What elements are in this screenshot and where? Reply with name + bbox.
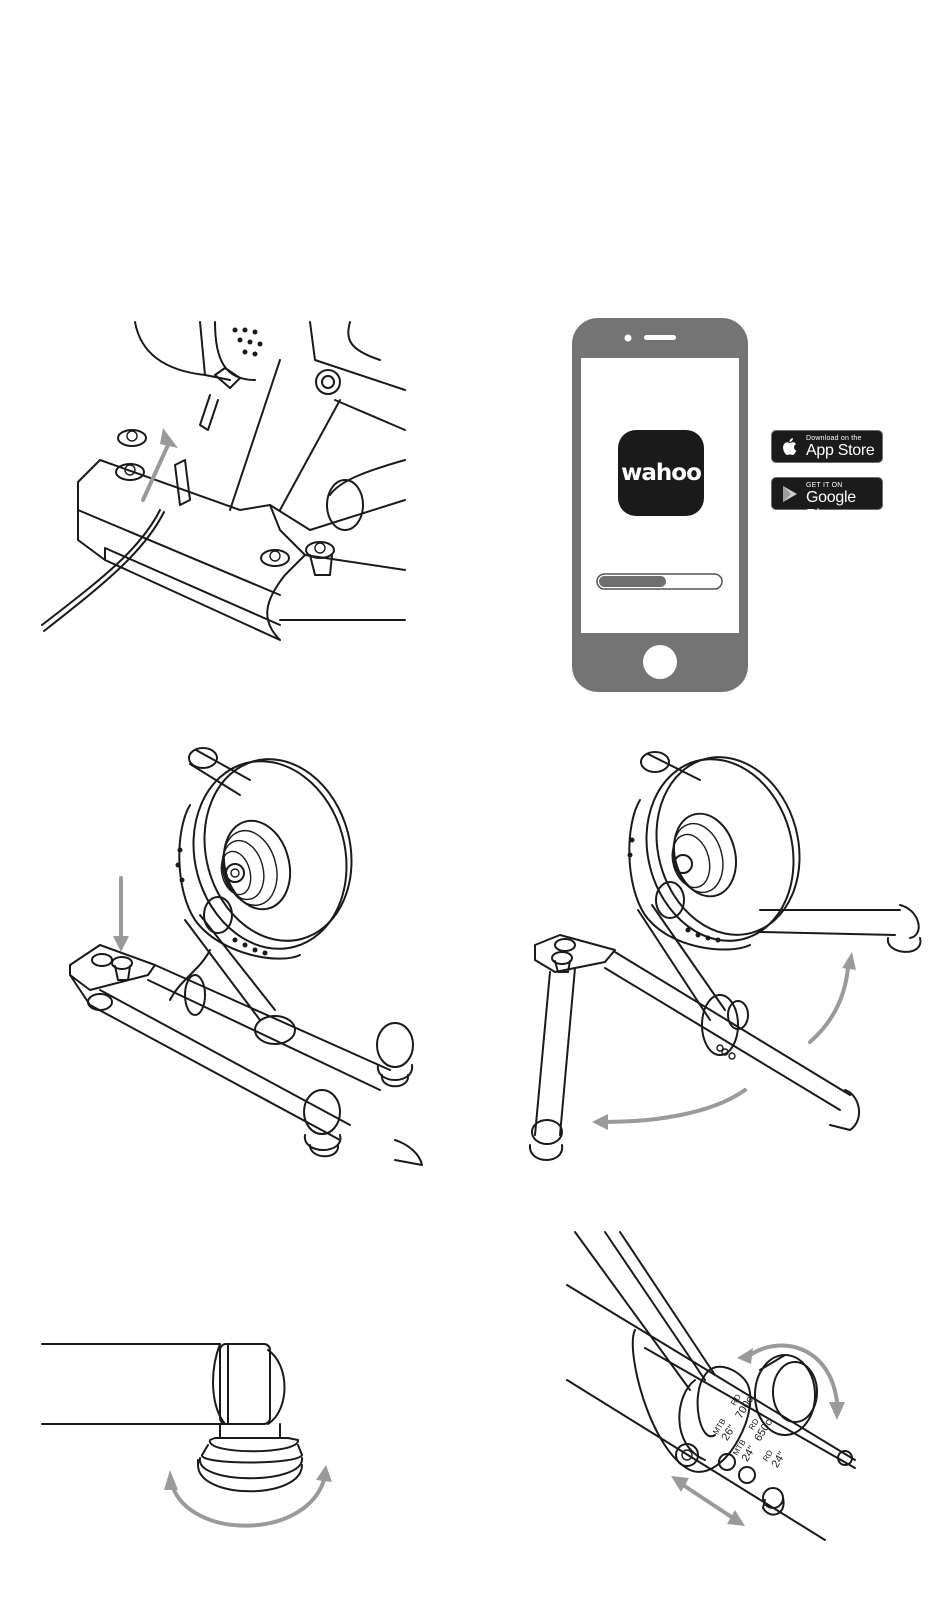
panel-trainer-unfolding [520,740,930,1170]
bolt [555,939,575,951]
leveling-foot-illustration [40,1340,350,1540]
home-button[interactable] [643,645,677,679]
bolt [116,464,144,480]
apple-icon [780,437,800,457]
wahoo-app-logo[interactable]: wahoo [618,430,704,516]
panel-trainer-folded [60,740,430,1170]
panel-wheel-size: MTB 26" RD 700c MTB 24" RD 650c RD 24" [565,1230,865,1570]
loading-progress-fill [599,576,666,587]
app-store-small-text: Download on the [806,435,862,442]
bolt [261,550,289,566]
insert-arrow [143,428,178,500]
bolt-arrow [113,878,129,952]
power-cable-illustration [40,320,405,660]
trainer-folded-illustration [60,740,430,1170]
google-play-big-text: Google Play [806,489,882,525]
speaker-slot [644,335,676,340]
app-store-badge[interactable]: Download on the App Store [771,430,883,463]
wheel-size-illustration: MTB 26" RD 700c MTB 24" RD 650c RD 24" [565,1230,865,1570]
bolt [112,957,132,980]
bolt [552,952,572,972]
label-26-700c: MTB 26" RD 700c [711,1389,756,1443]
cassette [665,807,745,904]
rotate-arrow-right [810,952,856,1042]
play-triangle-icon [780,484,800,504]
panel-power-cable [40,320,405,660]
label-rd-24: RD 24" [761,1445,788,1470]
rotate-foot-arrow [164,1465,332,1526]
rotate-arrow-left [592,1090,745,1130]
app-store-big-text: App Store [806,442,874,460]
panel-leveling-foot [40,1340,350,1540]
bolt [118,430,146,446]
vent-holes [233,328,263,357]
camera-dot [625,335,632,342]
trainer-unfolding-illustration [520,740,930,1170]
google-play-badge[interactable]: GET IT ON Google Play [771,477,883,510]
google-play-small-text: GET IT ON [806,482,843,489]
bolt [92,954,112,966]
